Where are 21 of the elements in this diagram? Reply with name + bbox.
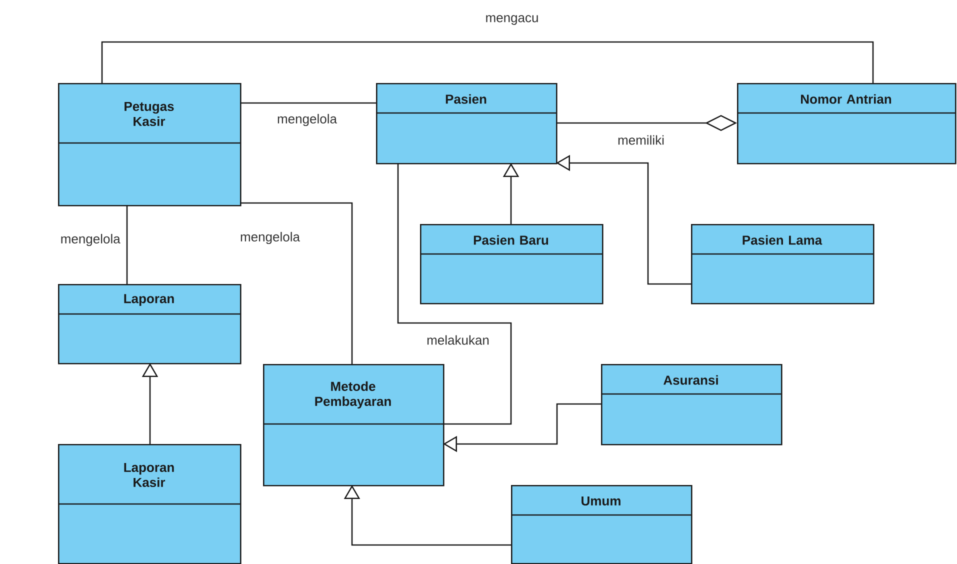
class-box: Asuransi <box>601 364 782 446</box>
class-box: Pasien <box>376 83 558 164</box>
association-line <box>126 205 128 284</box>
class-box: Laporan Kasir <box>58 444 242 564</box>
edge-label: memiliki <box>616 134 666 146</box>
class-box: Pasien Baru <box>420 224 604 304</box>
edge-label: mengelola <box>59 232 122 248</box>
class-box: Nomor Antrian <box>737 83 956 164</box>
association-line <box>240 202 353 364</box>
association-line <box>101 41 874 83</box>
class-box: Umum <box>511 485 692 564</box>
edge-label: melakukan <box>426 334 490 346</box>
edge-label: mengacu <box>484 14 540 26</box>
class-box: Petugas Kasir <box>58 83 242 206</box>
edge-label: mengelola <box>239 230 301 246</box>
class-box: Metode Pembayaran <box>263 364 444 486</box>
class-box: Laporan <box>58 284 242 364</box>
edge-label: mengelola <box>276 112 338 128</box>
association-line <box>240 102 376 104</box>
class-box: Pasien Lama <box>691 224 874 304</box>
association-line <box>397 163 512 425</box>
